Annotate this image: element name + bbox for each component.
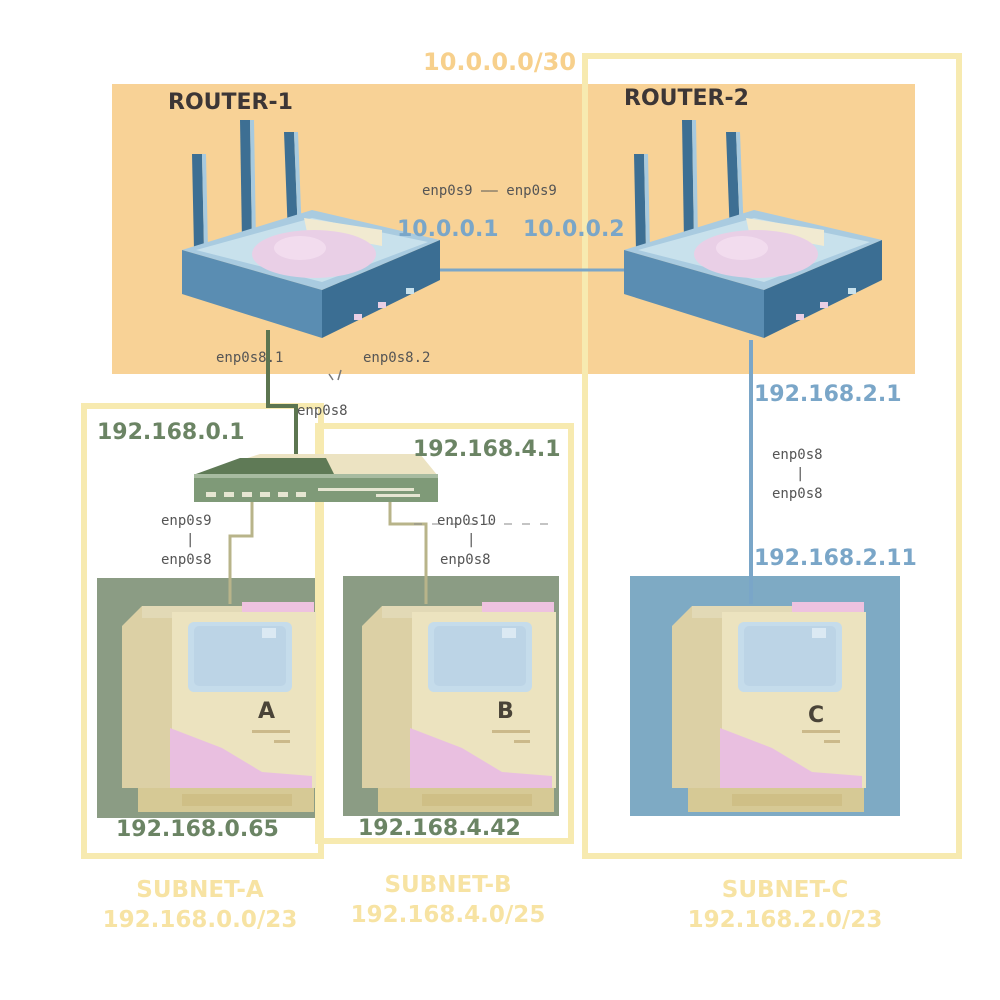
host-a-computer-icon	[122, 602, 316, 812]
link-subnet-label: 10.0.0.0/30	[423, 48, 577, 76]
gateway-b-ip: 192.168.4.1	[413, 437, 561, 462]
subnet-c-frame	[582, 53, 962, 859]
subnet-c-label: SUBNET-C 192.168.2.0/23	[665, 876, 905, 936]
switch-port-b-separator: |	[467, 532, 476, 548]
router-1-link-ip: 10.0.0.1	[397, 217, 499, 242]
switch-icon	[194, 454, 438, 502]
host-b-iface: enp0s8	[440, 552, 491, 568]
switch-to-host-b-line	[388, 500, 428, 604]
trunk-tag-mark-right	[337, 369, 342, 381]
gateway-a-ip: 192.168.0.1	[97, 420, 245, 445]
router-1-iface-left: enp0s8.1	[216, 350, 284, 366]
subnet-b-label: SUBNET-B 192.168.4.0/25	[328, 871, 568, 931]
router-2-link-ip: 10.0.0.2	[523, 217, 625, 242]
router-2-label: ROUTER-2	[624, 86, 749, 111]
router-link-interfaces: enp0s9 —— enp0s9	[422, 183, 557, 199]
host-c-iface: enp0s8	[772, 486, 823, 502]
router-1-label: ROUTER-1	[168, 90, 293, 115]
subnet-a-cidr: 192.168.0.0/23	[102, 906, 298, 933]
host-b-ip: 192.168.4.42	[358, 816, 521, 841]
subnet-b-frame	[315, 423, 574, 844]
subnet-a-name: SUBNET-A	[136, 877, 264, 903]
switch-port-a-separator: |	[186, 532, 195, 548]
host-c-computer-icon	[672, 602, 866, 812]
subnet-b-name: SUBNET-B	[384, 872, 512, 898]
router-2-iface-separator: |	[796, 466, 805, 482]
host-c-letter: C	[808, 703, 825, 728]
switch-to-host-a-line	[228, 500, 254, 604]
host-b-letter: B	[497, 699, 514, 724]
router-2-lan-ip: 192.168.2.1	[754, 382, 902, 407]
trunk-tag-mark-left	[328, 373, 334, 381]
router-1-iface-trunk: enp0s8	[297, 403, 348, 419]
host-a-letter: A	[258, 699, 276, 724]
host-a-ip: 192.168.0.65	[116, 817, 279, 842]
subnet-a-label: SUBNET-A 192.168.0.0/23	[80, 876, 320, 936]
host-a-iface: enp0s8	[161, 552, 212, 568]
subnet-c-name: SUBNET-C	[721, 877, 849, 903]
router-1-iface-right: enp0s8.2	[363, 350, 431, 366]
router-2-iface: enp0s8	[772, 447, 823, 463]
subnet-c-cidr: 192.168.2.0/23	[687, 906, 883, 933]
switch-port-b: enp0s10	[437, 513, 497, 529]
subnet-b-cidr: 192.168.4.0/25	[350, 901, 546, 928]
host-c-ip: 192.168.2.11	[754, 546, 917, 571]
host-b-computer-icon	[362, 602, 556, 812]
switch-port-a: enp0s9	[161, 513, 212, 529]
